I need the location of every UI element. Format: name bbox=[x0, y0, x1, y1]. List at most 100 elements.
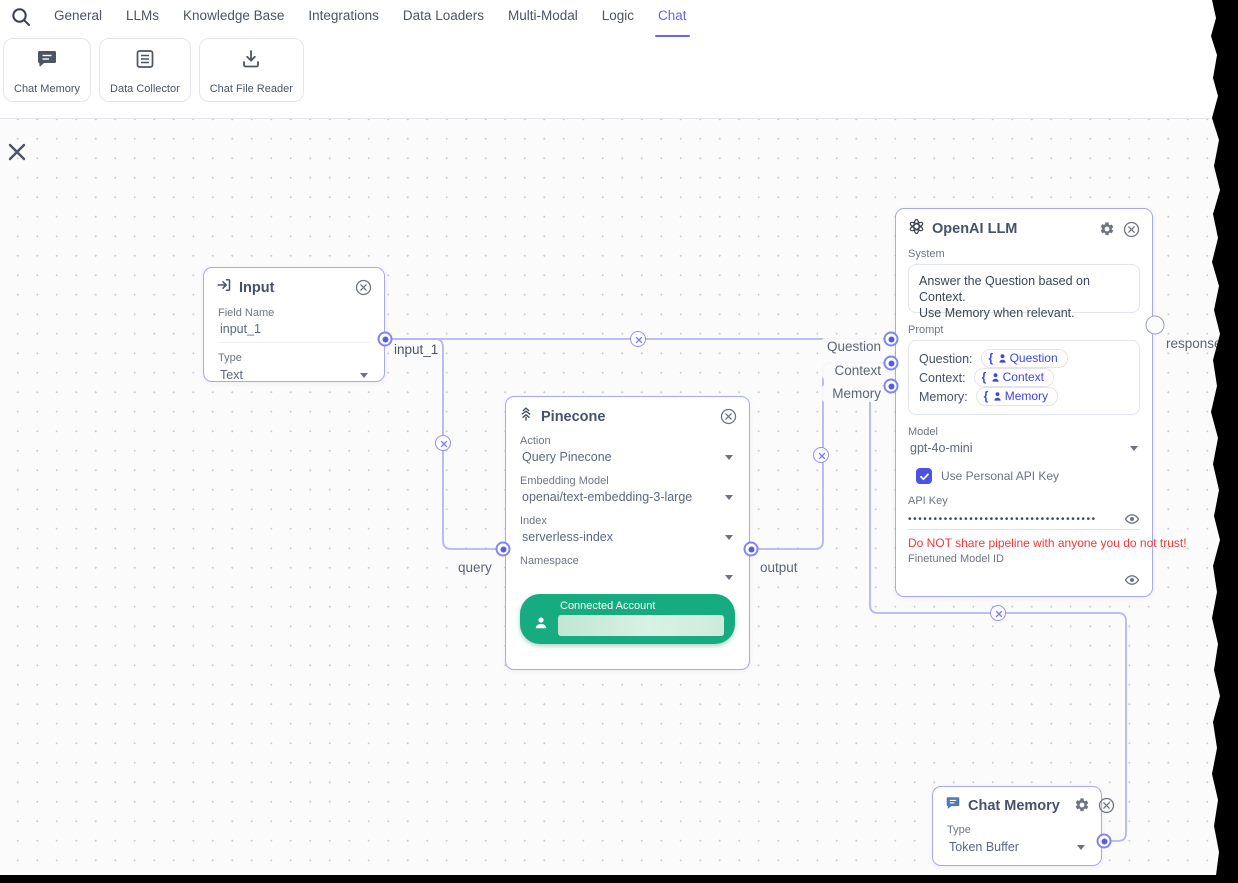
gear-icon[interactable] bbox=[1099, 221, 1116, 238]
palette-data-collector[interactable]: Data Collector bbox=[99, 38, 191, 102]
eye-icon[interactable] bbox=[1124, 572, 1140, 588]
node-close-icon[interactable] bbox=[720, 408, 737, 425]
field-name-input[interactable]: input_1 bbox=[218, 319, 370, 343]
checkbox-checked-icon bbox=[916, 468, 932, 484]
brace-person-icon: { bbox=[988, 351, 996, 365]
chat-bubble-icon bbox=[36, 48, 58, 75]
handle-llm-context-input[interactable] bbox=[883, 355, 899, 371]
variable-chip-question[interactable]: { Question bbox=[980, 349, 1068, 368]
node-pinecone[interactable]: Pinecone Action Query Pinecone Embedding… bbox=[505, 396, 750, 670]
search-icon[interactable] bbox=[10, 6, 32, 28]
system-textarea[interactable]: Answer the Question based on Context. Us… bbox=[908, 264, 1140, 320]
node-title: Chat Memory bbox=[968, 797, 1060, 814]
namespace-label: Namespace bbox=[520, 555, 579, 567]
index-dropdown-value: serverless-index bbox=[522, 530, 614, 544]
edge-delete-icon[interactable] bbox=[990, 605, 1006, 621]
node-openai-llm[interactable]: OpenAI LLM System Answer the Question ba… bbox=[895, 208, 1187, 597]
edge-label-response: response bbox=[1163, 335, 1225, 352]
connected-account-button[interactable]: Connected Account bbox=[520, 594, 735, 644]
model-dropdown[interactable]: gpt-4o-mini bbox=[908, 438, 1140, 455]
chevron-down-icon bbox=[1077, 844, 1085, 850]
variable-chip-context[interactable]: { Context bbox=[973, 368, 1054, 387]
handle-llm-memory-input[interactable] bbox=[883, 378, 899, 394]
node-close-icon[interactable] bbox=[1098, 797, 1115, 814]
tab-general[interactable]: General bbox=[54, 8, 103, 23]
use-personal-api-key-checkbox[interactable]: Use Personal API Key bbox=[916, 468, 1140, 484]
embedding-model-dropdown[interactable]: openai/text-embedding-3-large bbox=[520, 487, 735, 504]
prompt-textarea[interactable]: Question: { Question Context: { Context … bbox=[908, 340, 1140, 415]
edge-delete-icon[interactable] bbox=[813, 447, 829, 463]
node-input[interactable]: Input Field Name input_1 Type Text bbox=[203, 267, 385, 382]
variable-chip-memory[interactable]: { Memory bbox=[975, 387, 1059, 406]
node-header[interactable]: Pinecone bbox=[506, 397, 749, 433]
tab-llms[interactable]: LLMs bbox=[126, 8, 160, 23]
model-dropdown-value: gpt-4o-mini bbox=[910, 441, 973, 455]
tab-data-loaders[interactable]: Data Loaders bbox=[402, 8, 484, 23]
prompt-label: Prompt bbox=[908, 324, 944, 336]
node-header[interactable]: Input bbox=[204, 268, 384, 304]
api-key-label: API Key bbox=[908, 495, 948, 507]
handle-llm-response-output[interactable] bbox=[1145, 315, 1165, 335]
canvas-close-x-icon[interactable] bbox=[6, 141, 28, 163]
edge-label-output: output bbox=[757, 559, 801, 576]
action-label: Action bbox=[520, 435, 551, 447]
person-icon bbox=[533, 615, 549, 636]
palette-item-label: Chat File Reader bbox=[209, 83, 293, 95]
handle-llm-question-input[interactable] bbox=[883, 331, 899, 347]
input-icon bbox=[216, 277, 232, 298]
chevron-down-icon bbox=[725, 575, 733, 580]
type-dropdown[interactable]: Token Buffer bbox=[947, 836, 1087, 854]
api-key-input[interactable]: ••••••••••••••••••••••••••••••••••••• bbox=[908, 511, 1140, 530]
node-header[interactable]: Chat Memory bbox=[933, 787, 1115, 824]
edge-delete-icon[interactable] bbox=[630, 331, 646, 347]
gear-icon[interactable] bbox=[1074, 797, 1091, 814]
handle-chat-memory-output[interactable] bbox=[1096, 833, 1112, 849]
finetuned-model-id-label: Finetuned Model ID bbox=[908, 553, 1004, 565]
node-palette: Chat Memory Data Collector Chat File Rea… bbox=[0, 38, 304, 102]
person-glyph bbox=[992, 372, 999, 382]
edge-delete-icon[interactable] bbox=[435, 435, 451, 451]
tab-knowledge-base[interactable]: Knowledge Base bbox=[183, 8, 285, 23]
embedding-model-label: Embedding Model bbox=[520, 475, 609, 487]
node-chat-memory[interactable]: Chat Memory Type Token Buffer bbox=[932, 786, 1115, 866]
handle-pinecone-output[interactable] bbox=[743, 541, 759, 557]
edge-label-query: query bbox=[455, 559, 495, 576]
type-dropdown[interactable]: Text bbox=[218, 364, 370, 382]
edge-label-context: Context bbox=[822, 362, 884, 379]
embedding-model-dropdown-value: openai/text-embedding-3-large bbox=[522, 490, 693, 504]
use-personal-api-key-label: Use Personal API Key bbox=[941, 469, 1060, 483]
node-header[interactable]: OpenAI LLM bbox=[896, 209, 1152, 246]
handle-input-output[interactable] bbox=[377, 331, 393, 347]
eye-icon[interactable] bbox=[1124, 511, 1140, 527]
variable-chip-label: Context bbox=[1002, 370, 1044, 384]
top-navigation: General LLMs Knowledge Base Integrations… bbox=[0, 0, 1238, 37]
action-dropdown[interactable]: Query Pinecone bbox=[520, 447, 735, 464]
tab-chat[interactable]: Chat bbox=[655, 8, 690, 37]
connected-account-name-redacted bbox=[558, 615, 724, 636]
chat-bubble-icon bbox=[945, 795, 961, 816]
tab-logic[interactable]: Logic bbox=[601, 8, 635, 23]
tab-integrations[interactable]: Integrations bbox=[308, 8, 379, 23]
api-key-masked-value: ••••••••••••••••••••••••••••••••••••• bbox=[908, 513, 1097, 525]
pinecone-icon bbox=[518, 406, 534, 427]
system-label: System bbox=[908, 248, 945, 260]
api-key-warning: Do NOT share pipeline with anyone you do… bbox=[908, 536, 1187, 550]
brace-person-icon: { bbox=[981, 370, 989, 384]
namespace-dropdown[interactable] bbox=[520, 567, 735, 580]
type-label: Type bbox=[947, 824, 971, 836]
finetuned-model-id-input[interactable] bbox=[908, 572, 1140, 588]
node-close-icon[interactable] bbox=[1123, 221, 1140, 238]
chevron-down-icon bbox=[1130, 445, 1138, 451]
variable-chip-label: Question bbox=[1009, 351, 1058, 365]
handle-pinecone-query-input[interactable] bbox=[495, 541, 511, 557]
index-label: Index bbox=[520, 515, 547, 527]
variable-chip-label: Memory bbox=[1004, 389, 1049, 403]
palette-chat-memory[interactable]: Chat Memory bbox=[3, 38, 92, 102]
palette-chat-file-reader[interactable]: Chat File Reader bbox=[198, 38, 304, 102]
prompt-row-prefix: Question: bbox=[919, 351, 973, 366]
node-close-icon[interactable] bbox=[355, 279, 372, 296]
index-dropdown[interactable]: serverless-index bbox=[520, 527, 735, 544]
edge-label-memory: Memory bbox=[822, 385, 884, 402]
tab-multi-modal[interactable]: Multi-Modal bbox=[507, 8, 578, 23]
